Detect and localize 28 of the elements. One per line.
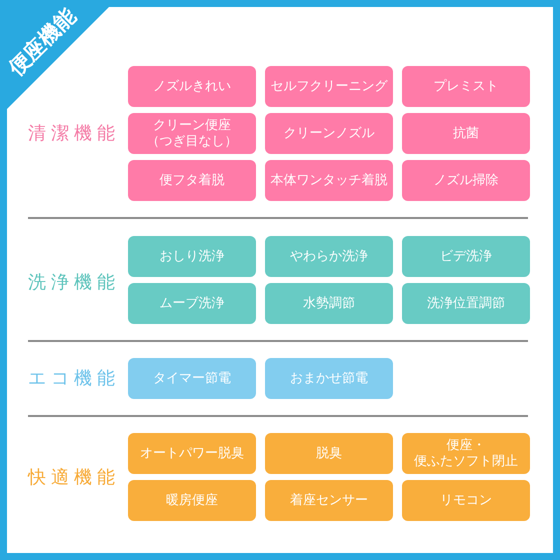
section-heading: エコ機能 — [28, 367, 120, 390]
feature-tile: セルフクリーニング — [265, 66, 393, 107]
feature-tile: オートパワー脱臭 — [128, 433, 256, 474]
feature-tile: 便座・便ふたソフト閉止 — [402, 433, 530, 474]
feature-tile: クリーンノズル — [265, 113, 393, 154]
feature-tile: 着座センサー — [265, 480, 393, 521]
section-heading: 洗浄機能 — [28, 271, 120, 294]
feature-tile: おまかせ節電 — [265, 358, 393, 399]
section-heading: 快適機能 — [28, 466, 120, 489]
feature-tile: リモコン — [402, 480, 530, 521]
feature-tile: 洗浄位置調節 — [402, 283, 530, 324]
feature-tile: ビデ洗浄 — [402, 236, 530, 277]
feature-tile: 本体ワンタッチ着脱 — [265, 160, 393, 201]
feature-tile: やわらか洗浄 — [265, 236, 393, 277]
feature-tile: ムーブ洗浄 — [128, 283, 256, 324]
feature-tile: タイマー節電 — [128, 358, 256, 399]
feature-tile: クリーン便座（つぎ目なし） — [128, 113, 256, 154]
title: 便座機能 — [2, 2, 82, 82]
feature-tile: 便フタ着脱 — [128, 160, 256, 201]
feature-tile: ノズルきれい — [128, 66, 256, 107]
feature-tile: プレミスト — [402, 66, 530, 107]
feature-tile: 暖房便座 — [128, 480, 256, 521]
feature-tile: 水勢調節 — [265, 283, 393, 324]
feature-tile: おしり洗浄 — [128, 236, 256, 277]
feature-tile: ノズル掃除 — [402, 160, 530, 201]
feature-tile: 抗菌 — [402, 113, 530, 154]
feature-tile: 脱臭 — [265, 433, 393, 474]
section-heading: 清潔機能 — [28, 122, 120, 145]
